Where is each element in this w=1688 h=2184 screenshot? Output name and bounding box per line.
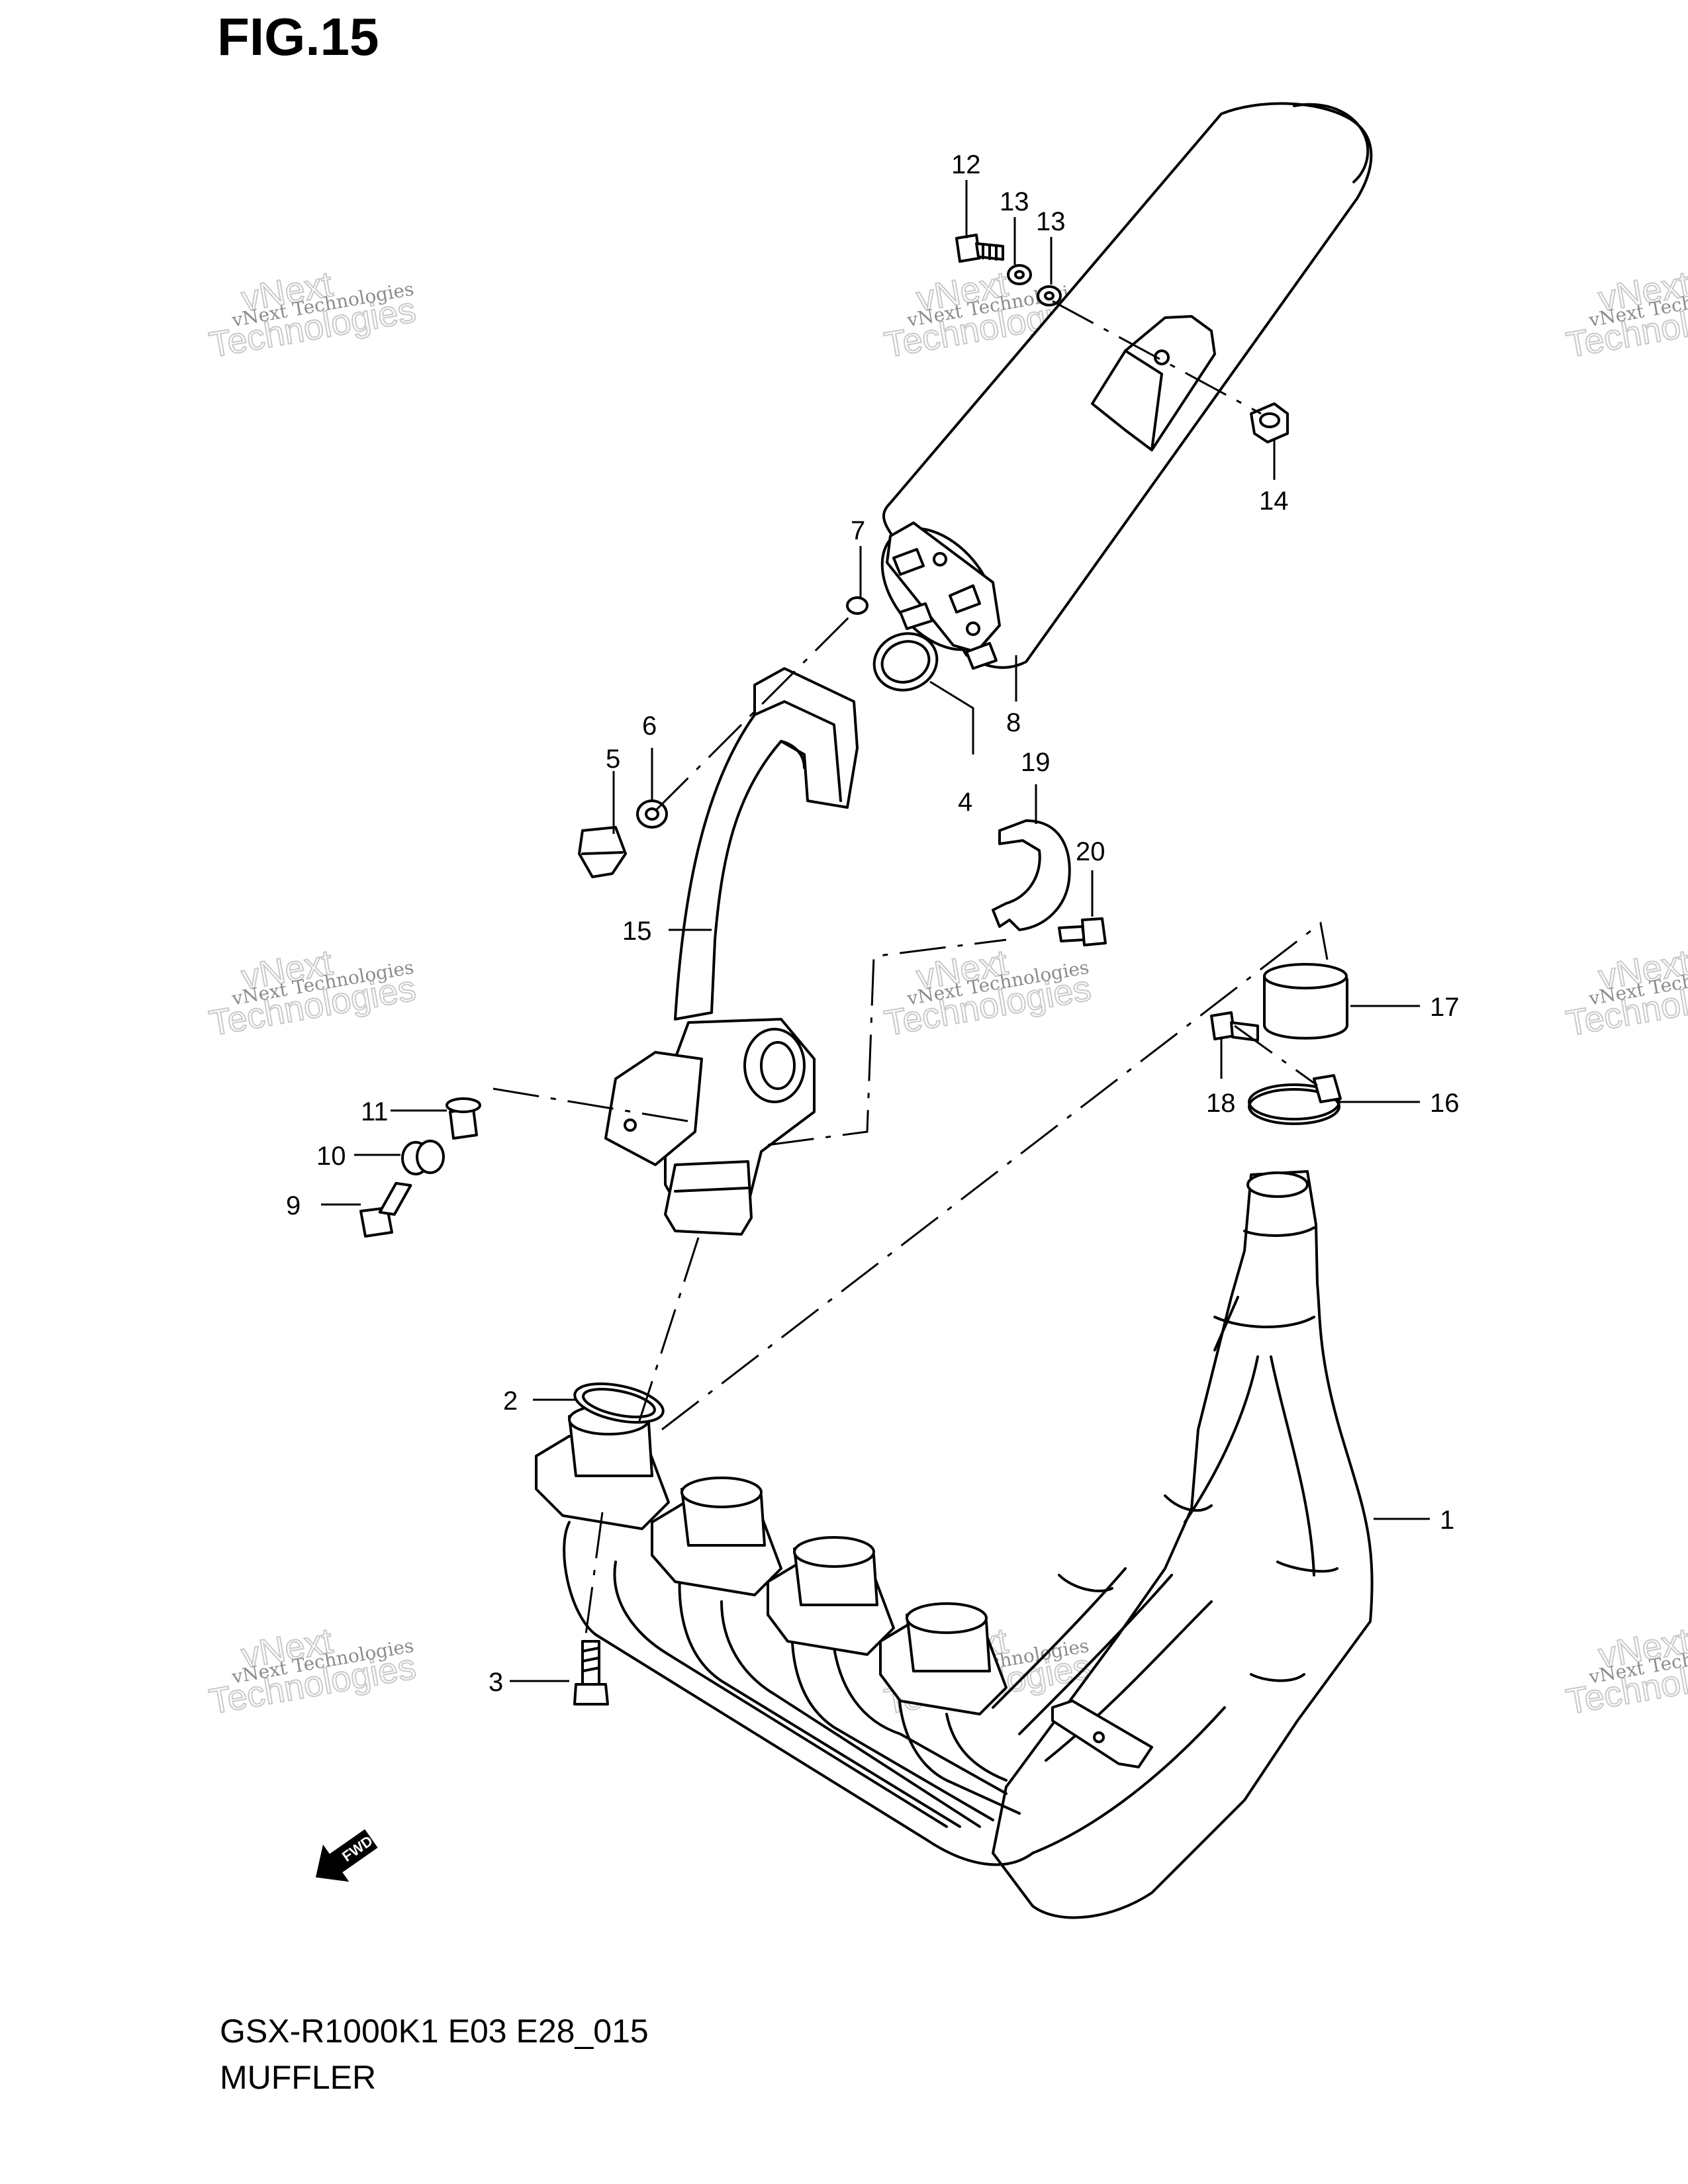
watermark-low-right: vNext Technologies vNext Technologies: [1563, 1620, 1688, 1723]
callout-9: 9: [286, 1191, 301, 1220]
callout-1: 1: [1440, 1506, 1454, 1535]
assembly-lines: [492, 300, 1329, 1635]
callout-3: 3: [489, 1668, 503, 1697]
callout-11: 11: [361, 1097, 389, 1126]
callout-14: 14: [1259, 486, 1289, 516]
watermark-top-left: vNext Technologies vNext Technologies: [206, 263, 420, 366]
callout-20: 20: [1076, 837, 1105, 866]
part-16-clamp: [1248, 1074, 1342, 1125]
callout-7: 7: [851, 516, 865, 545]
part-1-exhaust-header: [535, 1170, 1374, 1919]
part-7-spring-washer: [846, 596, 868, 615]
watermark-top-right: vNext Technologies vNext Technologies: [1563, 263, 1688, 366]
part-12-bolt: [955, 234, 1004, 263]
part-9-bolt: [359, 1181, 412, 1238]
callout-15: 15: [622, 917, 652, 946]
callout-8: 8: [1006, 708, 1021, 737]
section-name: MUFFLER: [220, 2059, 377, 2096]
part-3-stud-bolt: [573, 1640, 609, 1706]
header-flange-cyl3: [767, 1536, 895, 1656]
callout-16: 16: [1430, 1089, 1460, 1118]
part-2-gasket: [573, 1382, 665, 1424]
part-5-nut: [578, 826, 627, 878]
part-20-bolt: [1058, 917, 1107, 946]
callout-5: 5: [606, 745, 620, 774]
part-17-sleeve: [1263, 963, 1348, 1040]
callout-13a: 13: [1000, 187, 1029, 216]
callout-12: 12: [951, 150, 981, 179]
callout-labels: 1 2 3 4 5 6 7 8 9 10 11 12 13 13 14 15 1…: [286, 150, 1460, 1697]
forward-direction-arrow-icon: FWD: [315, 1829, 378, 1882]
watermark-mid-right: vNext Technologies vNext Technologies: [1563, 942, 1688, 1044]
leader-lines: [321, 180, 1430, 1682]
watermark-mid-left: vNext Technologies vNext Technologies: [206, 942, 420, 1044]
part-13-washer-b: [1037, 285, 1062, 306]
callout-10: 10: [316, 1142, 346, 1171]
part-15-connector-pipe: [604, 667, 859, 1236]
part-11-collar: [445, 1097, 481, 1140]
callout-19: 19: [1021, 748, 1051, 777]
callout-6: 6: [642, 711, 657, 741]
header-flange-cyl2: [651, 1477, 782, 1596]
callout-4: 4: [958, 788, 972, 817]
part-8-muffler-body: [880, 102, 1373, 670]
part-19-heat-shield: [992, 819, 1071, 931]
callout-18: 18: [1206, 1089, 1236, 1118]
part-13-washer-a: [1007, 264, 1032, 285]
callout-17: 17: [1430, 993, 1460, 1022]
watermark-low-left: vNext Technologies vNext Technologies: [206, 1620, 420, 1723]
callout-2: 2: [503, 1387, 518, 1416]
watermark-mid-center: vNext Technologies vNext Technologies: [881, 942, 1095, 1044]
model-code: GSX-R1000K1 E03 E28_015: [220, 2013, 649, 2050]
part-4-gasket: [872, 632, 939, 692]
figure-title: FIG.15: [217, 7, 379, 66]
part-10-damper: [401, 1140, 445, 1175]
header-flange-cyl4: [879, 1602, 1008, 1715]
part-14-nut: [1250, 402, 1289, 443]
header-flange-cyl1: [535, 1404, 670, 1530]
callout-13b: 13: [1036, 207, 1066, 236]
part-18-bolt: [1210, 1011, 1259, 1042]
